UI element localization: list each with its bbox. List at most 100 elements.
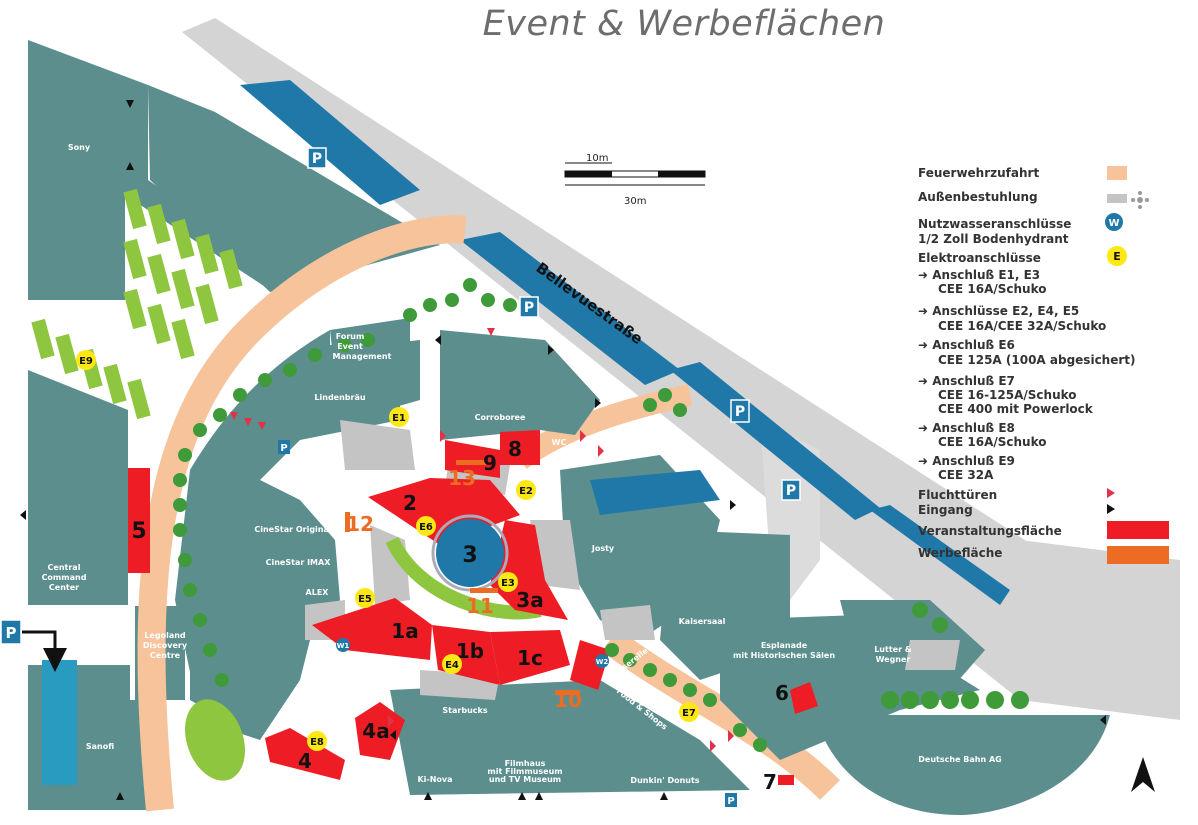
label-alex: ALEX — [306, 588, 330, 597]
water-markers: W1 W2 — [336, 638, 609, 668]
fire-lane-se — [601, 628, 840, 800]
parking-signs: P P P P P P P — [0, 147, 801, 807]
legend-fire-lane: Feuerwehrzufahrt — [918, 166, 1040, 180]
svg-text:P: P — [280, 443, 287, 454]
legend-water-icon: W — [1105, 213, 1123, 231]
label-sony-store: Sony Store — [293, 687, 343, 696]
north-arrow — [1131, 757, 1155, 792]
legend-conn-6b: CEE 32A — [938, 468, 994, 482]
parking-sign-5: P — [0, 619, 22, 645]
scale-bar: 10m 30m — [564, 153, 706, 207]
starbucks-building — [390, 680, 750, 795]
green-arc — [385, 536, 542, 620]
marker-e4: E4 — [442, 654, 462, 674]
num-9: 9 — [483, 451, 497, 475]
marker-w1: W1 — [336, 638, 350, 652]
event-area-4 — [265, 728, 345, 780]
legend-event-area: Veranstaltungsfläche — [918, 524, 1062, 538]
map-title: Event & Werbeflächen — [482, 4, 886, 44]
legend-fire-lane-swatch — [1107, 166, 1127, 180]
svg-text:P: P — [524, 300, 534, 316]
legend-event-swatch — [1107, 521, 1169, 539]
label-legoland-1: Legoland — [144, 631, 186, 640]
label-esplanade-2: mit Historischen Sälen — [733, 651, 835, 660]
label-filmhaus-1: Filmhaus — [505, 759, 546, 768]
electrical-markers: E1 E2 E3 E4 E5 E6 E7 E8 E9 — [76, 350, 699, 751]
label-filmhaus-3: und TV Museum — [489, 775, 561, 784]
central-building — [28, 370, 128, 605]
num-3: 3 — [462, 543, 477, 568]
svg-text:W1: W1 — [337, 642, 350, 650]
legend-conn-4a: ➜ Anschluß E7 — [918, 374, 1015, 388]
label-legoland-3: Centre — [150, 651, 181, 660]
num-2: 2 — [403, 491, 417, 515]
num-13: 13 — [448, 466, 476, 490]
parking-strip-3 — [670, 362, 880, 520]
marker-e9: E9 — [76, 350, 96, 370]
label-central-3: Center — [49, 583, 79, 592]
legend-conn-3b: CEE 125A (100A abgesichert) — [938, 353, 1136, 367]
label-forum-1: Forum — [336, 332, 365, 341]
label-db: Deutsche Bahn AG — [918, 755, 1001, 764]
legend-conn-4b: CEE 16-125A/Schuko — [938, 388, 1077, 402]
svg-text:E9: E9 — [79, 356, 93, 367]
legend-conn-5b: CEE 16A/Schuko — [938, 435, 1047, 449]
legend-water-2: 1/2 Zoll Bodenhydrant — [918, 232, 1069, 246]
legend-ad-swatch — [1107, 546, 1169, 564]
svg-text:E2: E2 — [519, 486, 533, 497]
svg-text:E6: E6 — [419, 522, 433, 533]
legend-electric-icon: E — [1107, 246, 1127, 266]
svg-text:30m: 30m — [624, 196, 646, 207]
marker-e6: E6 — [416, 516, 436, 536]
legend-conn-1a: ➜ Anschluß E1, E3 — [918, 268, 1041, 282]
marker-w2: W2 — [595, 654, 609, 668]
legend-ad-area: Werbefläche — [918, 546, 1003, 560]
lawn-stripes — [31, 188, 243, 420]
marker-e2: E2 — [516, 480, 536, 500]
emergency-door-markers — [230, 328, 734, 752]
event-area-9 — [445, 440, 500, 478]
num-6: 6 — [775, 681, 789, 705]
pool — [590, 470, 720, 515]
trees — [173, 278, 1029, 752]
svg-text:P: P — [786, 483, 796, 499]
label-central-1: Central — [48, 563, 81, 572]
marker-e8: E8 — [307, 731, 327, 751]
label-sanofi: Sanofi — [86, 742, 114, 751]
parking-strip-1 — [240, 80, 420, 205]
svg-text:E3: E3 — [501, 578, 515, 589]
svg-text:P: P — [727, 796, 734, 807]
fountain-3 — [436, 519, 504, 587]
legend-entrance: Eingang — [918, 503, 973, 517]
sanofi-water — [42, 660, 77, 785]
num-7: 7 — [763, 770, 777, 794]
side-road — [800, 470, 1180, 640]
svg-text:P: P — [6, 624, 17, 642]
num-1a: 1a — [391, 619, 418, 643]
ad-area-12 — [345, 512, 350, 532]
num-11: 11 — [466, 594, 494, 618]
svg-text:E1: E1 — [392, 413, 406, 424]
legend-electric: Elektroanschlüsse — [918, 251, 1041, 265]
legend-conn-5a: ➜ Anschluß E8 — [918, 421, 1015, 435]
label-kaisersaal: Kaisersaal — [679, 617, 726, 626]
entrance-markers — [20, 100, 1106, 800]
label-sony: Sony — [68, 143, 91, 152]
svg-text:W: W — [1108, 218, 1119, 229]
legend-conn-2a: ➜ Anschlüsse E2, E4, E5 — [918, 304, 1080, 318]
label-dunkin: Dunkin' Donuts — [630, 776, 699, 785]
legend-conn-4c: CEE 400 mit Powerlock — [938, 402, 1093, 416]
num-1c: 1c — [517, 646, 543, 670]
event-area-6 — [790, 682, 818, 714]
marker-e3: E3 — [498, 572, 518, 592]
label-esplanade-1: Esplanade — [761, 641, 808, 650]
label-lindenbraeu: Lindenbräu — [314, 393, 365, 402]
building-ring-west — [190, 330, 420, 740]
legend-outdoor-seating: Außenbestuhlung — [918, 190, 1038, 204]
num-8: 8 — [508, 437, 522, 461]
label-central-2: Command — [42, 573, 87, 582]
label-josty: Josty — [591, 544, 615, 553]
legend-entrance-icon — [1107, 504, 1115, 514]
marker-e7: E7 — [679, 702, 699, 722]
